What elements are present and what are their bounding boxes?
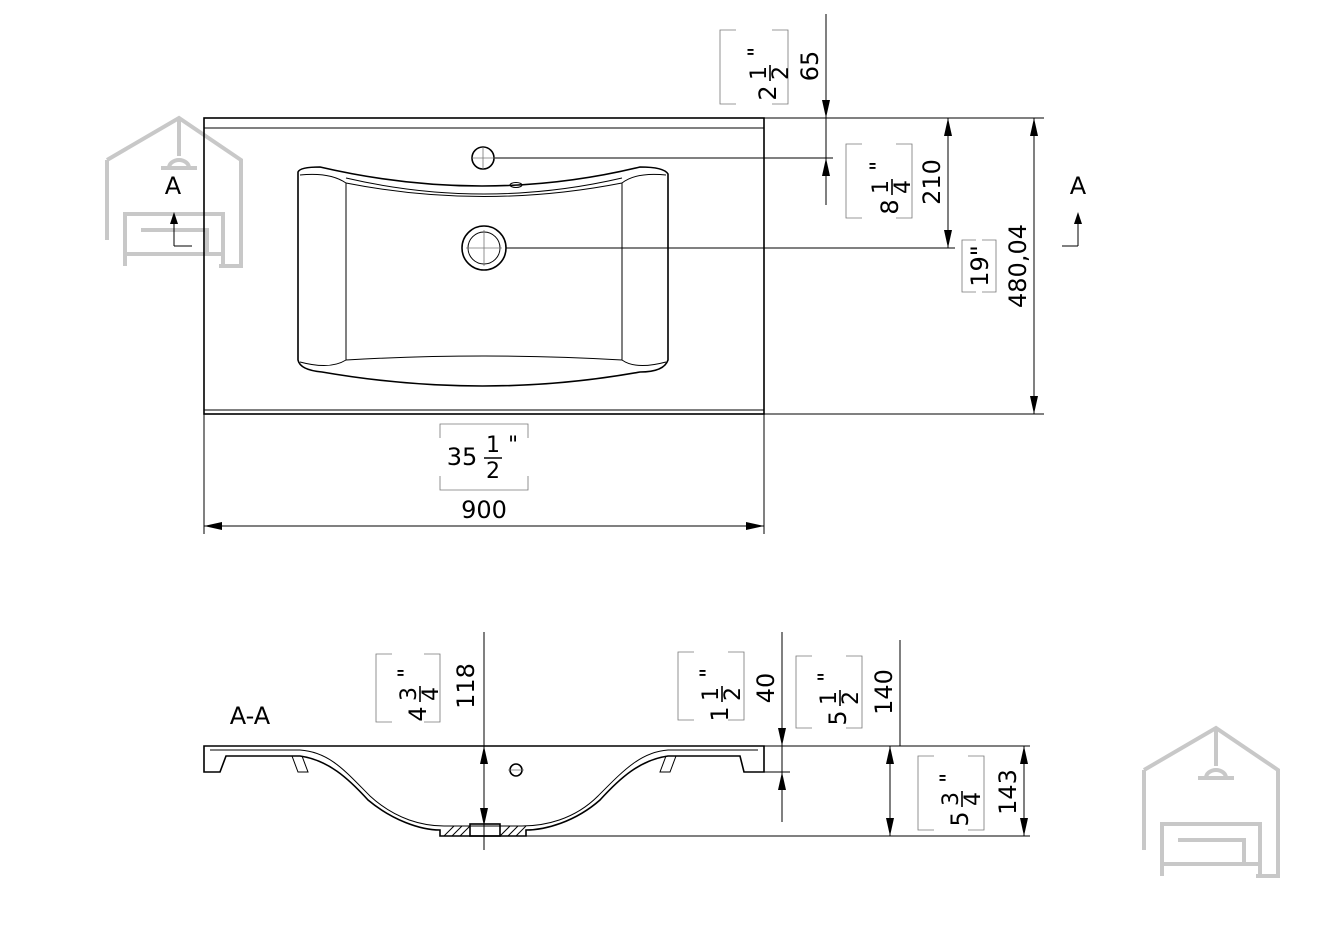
- dim-140: 140: [870, 669, 898, 715]
- basin-outline: [203, 117, 765, 415]
- inch-mark: ": [937, 773, 962, 783]
- dim-40-in-whole: 1: [706, 706, 734, 721]
- top-view: 65 2 1 2 " 210 8 1 4 " 480,04 19": [165, 14, 1087, 534]
- dim-143-in-whole: 5: [946, 811, 974, 826]
- inch-mark: ": [745, 47, 770, 57]
- dim-900-in-num: 1: [486, 433, 500, 458]
- dim-210-in-den: 4: [891, 180, 916, 194]
- dim-118: 118: [452, 663, 480, 709]
- dim-900-in-whole: 35: [447, 443, 478, 471]
- dim-65-in-whole: 2: [754, 85, 782, 100]
- dim-40-in-num: 1: [699, 687, 724, 701]
- section-mark-right: A: [1070, 172, 1087, 200]
- dim-900: 900: [461, 496, 507, 524]
- dim-210: 210: [918, 159, 946, 205]
- house-sofa-logo-icon: [1142, 725, 1280, 878]
- dim-40-in-den: 2: [721, 687, 746, 701]
- dim-40: 40: [752, 673, 780, 704]
- inch-mark: ": [395, 668, 420, 678]
- section-mark-left: A: [165, 172, 182, 200]
- dim-143-in-num: 3: [939, 792, 964, 806]
- dim-140-in-whole: 5: [824, 710, 852, 725]
- dim-900-in-den: 2: [486, 459, 500, 484]
- inch-mark: ": [815, 672, 840, 682]
- dim-118-in-whole: 4: [404, 706, 432, 721]
- section-profile: [203, 745, 765, 837]
- inch-mark: ": [697, 668, 722, 678]
- section-title: A-A: [230, 702, 271, 730]
- house-sofa-logo-icon: [105, 115, 243, 268]
- dim-65-in-den: 2: [769, 66, 794, 80]
- bowl-outline: [297, 166, 669, 387]
- section-view: A-A 118 4 3 4 ": [203, 632, 1030, 850]
- dim-118-in-den: 4: [419, 687, 444, 701]
- dim-118-in-num: 3: [397, 687, 422, 701]
- dim-143: 143: [994, 769, 1022, 815]
- dim-140-in-den: 2: [839, 691, 864, 705]
- dim-65: 65: [796, 51, 824, 82]
- dim-143-in-den: 4: [961, 792, 986, 806]
- inch-mark: ": [867, 161, 892, 171]
- dim-480-in: 19": [966, 245, 994, 287]
- dim-480: 480,04: [1004, 224, 1032, 308]
- dim-210-in-whole: 8: [876, 199, 904, 214]
- dim-140-in-num: 1: [817, 691, 842, 705]
- dim-210-in-num: 1: [869, 180, 894, 194]
- inch-mark: ": [508, 433, 518, 458]
- dim-65-in-num: 1: [747, 66, 772, 80]
